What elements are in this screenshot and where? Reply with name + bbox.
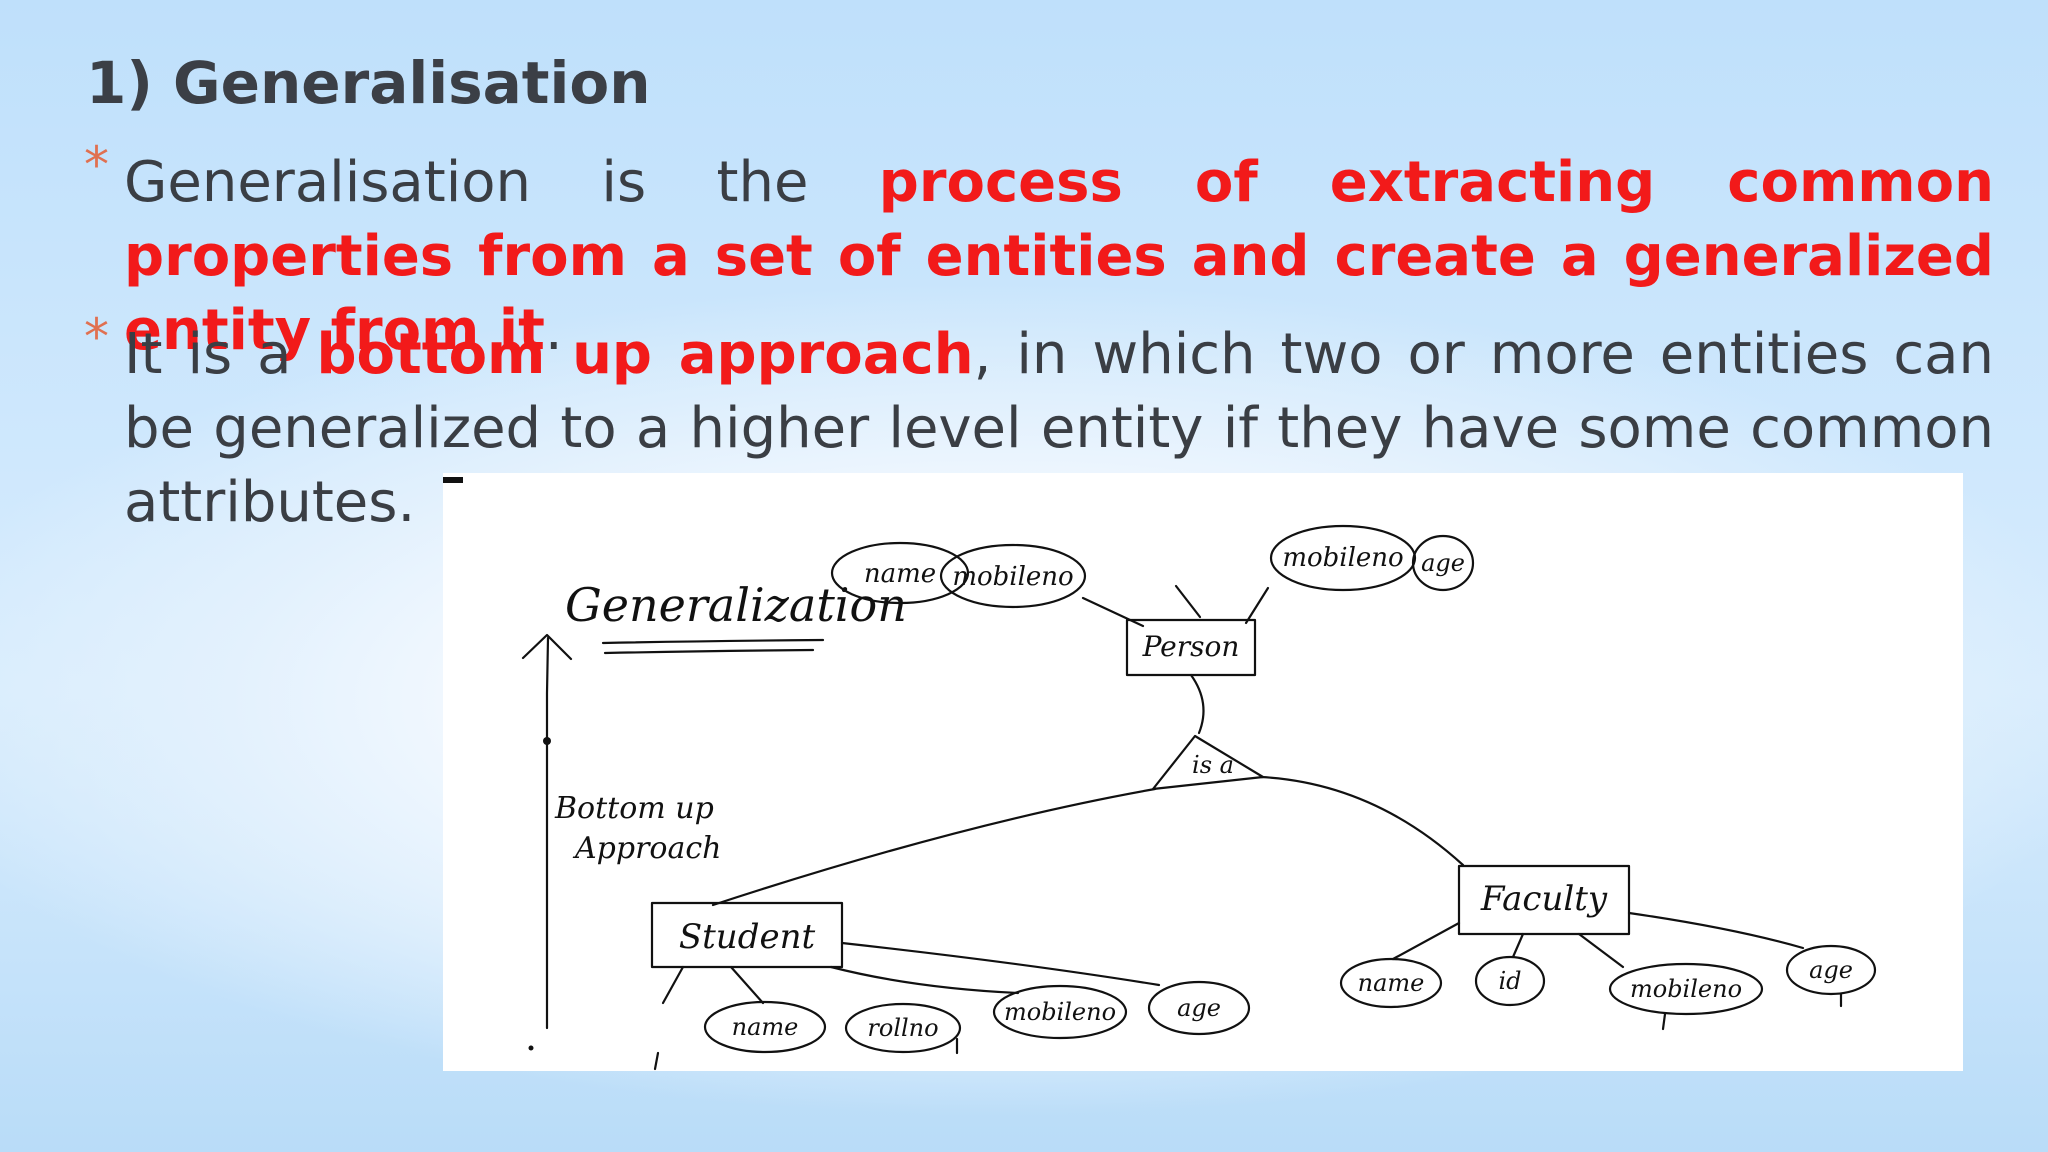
bullet-text: It is a bottom up approach, in which two… bbox=[124, 318, 1994, 540]
bullet-text-highlight: process of extracting common properties … bbox=[124, 150, 1994, 363]
attribute-label: mobileno bbox=[1630, 975, 1742, 1003]
attribute-label: mobileno bbox=[952, 562, 1073, 592]
entity-box-faculty bbox=[1457, 864, 1631, 936]
bullet-text-plain: . bbox=[544, 298, 563, 363]
attribute-label: id bbox=[1498, 967, 1521, 995]
arrow-label-line2: Approach bbox=[572, 831, 721, 866]
arrow-dot bbox=[543, 737, 551, 745]
slide-title: 1) Generalisation bbox=[86, 49, 651, 117]
attribute-ellipse bbox=[703, 1000, 827, 1054]
attribute-ellipse bbox=[1339, 957, 1443, 1009]
diagram-heading: Generalization bbox=[565, 578, 907, 632]
connector-line bbox=[1174, 584, 1202, 619]
attribute-label: name bbox=[732, 1013, 799, 1041]
connector-line bbox=[1259, 775, 1465, 867]
connector-line bbox=[711, 787, 1157, 907]
bullet-text-plain: Generalisation is the bbox=[124, 150, 879, 215]
attribute-ellipse bbox=[1474, 955, 1546, 1007]
entity-label-faculty: Faculty bbox=[1480, 879, 1608, 919]
attribute-ellipse bbox=[1785, 944, 1877, 996]
connector-line bbox=[1189, 673, 1205, 735]
er-diagram-svg: Generalization Bottom up Approach mobile… bbox=[443, 477, 1877, 1071]
stray-dot bbox=[528, 1045, 534, 1051]
attribute-ellipse bbox=[1608, 962, 1764, 1016]
attribute-label: age bbox=[1809, 956, 1853, 984]
connector-line bbox=[840, 941, 1161, 987]
bullet-text-plain: It is a bbox=[124, 322, 317, 387]
entity-box-student bbox=[650, 901, 844, 969]
attribute-label: name bbox=[1358, 969, 1425, 997]
entity-label-student: Student bbox=[679, 917, 816, 957]
connector-line bbox=[1511, 932, 1525, 959]
attribute-label: age bbox=[1177, 994, 1221, 1022]
scan-mark bbox=[443, 477, 463, 483]
connector-line bbox=[661, 965, 685, 1005]
bullet-text-plain: , in which two or more entities can be g… bbox=[124, 322, 1994, 535]
attribute-ellipse bbox=[939, 543, 1087, 609]
attribute-ellipse bbox=[992, 984, 1128, 1040]
attribute-label: age bbox=[1421, 549, 1465, 577]
heading-underline bbox=[601, 638, 825, 645]
connector-line bbox=[1391, 921, 1461, 961]
connector-line bbox=[829, 965, 1020, 995]
connector-line bbox=[1661, 1012, 1667, 1031]
bullet-marker-icon: * bbox=[84, 136, 109, 194]
attribute-ellipse bbox=[830, 541, 970, 605]
connector-line bbox=[729, 965, 765, 1005]
bullet-text: Generalisation is the process of extract… bbox=[124, 146, 1994, 368]
bullet-marker-icon: * bbox=[84, 308, 109, 366]
attribute-ellipse bbox=[844, 1002, 962, 1054]
attribute-ellipse bbox=[1269, 524, 1417, 592]
bullet-text-highlight: bottom up approach bbox=[316, 322, 974, 387]
heading-underline bbox=[603, 648, 815, 655]
arrow-head-icon bbox=[521, 633, 573, 661]
attribute-label: name bbox=[864, 559, 936, 589]
relationship-isa bbox=[1151, 734, 1265, 791]
bottom-up-arrow-icon bbox=[545, 636, 550, 1030]
attribute-ellipse bbox=[1147, 980, 1251, 1036]
attribute-label: mobileno bbox=[1282, 543, 1403, 573]
entity-label-person: Person bbox=[1142, 630, 1240, 663]
generalization-diagram: Generalization Bottom up Approach mobile… bbox=[443, 473, 1963, 1071]
attribute-ellipse bbox=[1411, 534, 1475, 592]
attribute-label: rollno bbox=[867, 1014, 938, 1042]
relationship-label: is a bbox=[1192, 751, 1234, 779]
connector-line bbox=[1244, 586, 1270, 625]
connector-line bbox=[1081, 596, 1145, 628]
connector-line bbox=[653, 1051, 660, 1071]
connector-line bbox=[1627, 911, 1805, 950]
attribute-label: mobileno bbox=[1004, 998, 1116, 1026]
arrow-label-line1: Bottom up bbox=[554, 791, 714, 826]
connector-line bbox=[1577, 932, 1625, 969]
